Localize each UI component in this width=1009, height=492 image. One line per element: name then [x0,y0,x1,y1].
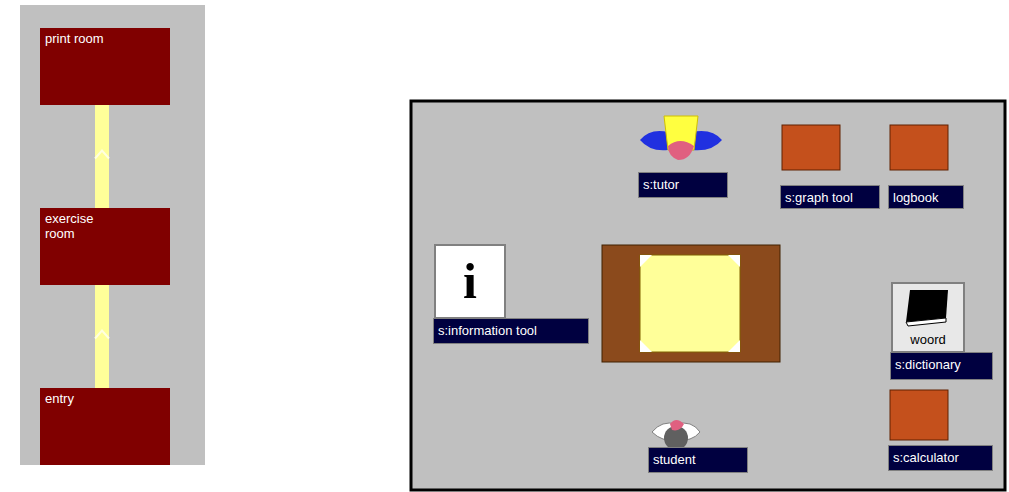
info-icon [435,245,505,318]
tool-label: s:calculator [888,445,993,471]
actor-label: student [648,447,748,473]
room-frame [411,101,1005,490]
node-text: s:graph tool [785,190,875,205]
tool-label: s:information tool [433,318,589,344]
icon-caption: woord [910,333,945,347]
tutor-figure [640,116,722,160]
tool-label: s:graph tool [780,185,880,209]
calculator-box [890,390,948,440]
graph-tool-box [782,125,840,170]
map-panel [20,5,205,465]
node-text: entry [45,391,120,406]
tool-label: logbook [888,185,964,209]
info-symbol: i [463,256,477,306]
room-box: exercise room [40,208,170,285]
node-text: logbook [893,190,959,205]
corridor [95,285,109,388]
node-text: s:dictionary [895,357,988,372]
logbook-box [890,125,948,170]
node-text: s:tutor [643,177,723,192]
node-text: exercise room [45,211,120,241]
node-text: print room [45,31,120,46]
node-text: s:calculator [893,450,988,465]
corridor [95,105,109,208]
table [602,245,780,362]
student-figure [652,420,700,450]
tool-label: s:tutor [638,172,728,198]
dictionary-icon [892,283,964,352]
tool-label: s:dictionary [890,352,993,380]
node-text: s:information tool [438,323,584,338]
node-text: student [653,452,743,467]
room-box: entry [40,388,170,465]
room-box: print room [40,28,170,105]
